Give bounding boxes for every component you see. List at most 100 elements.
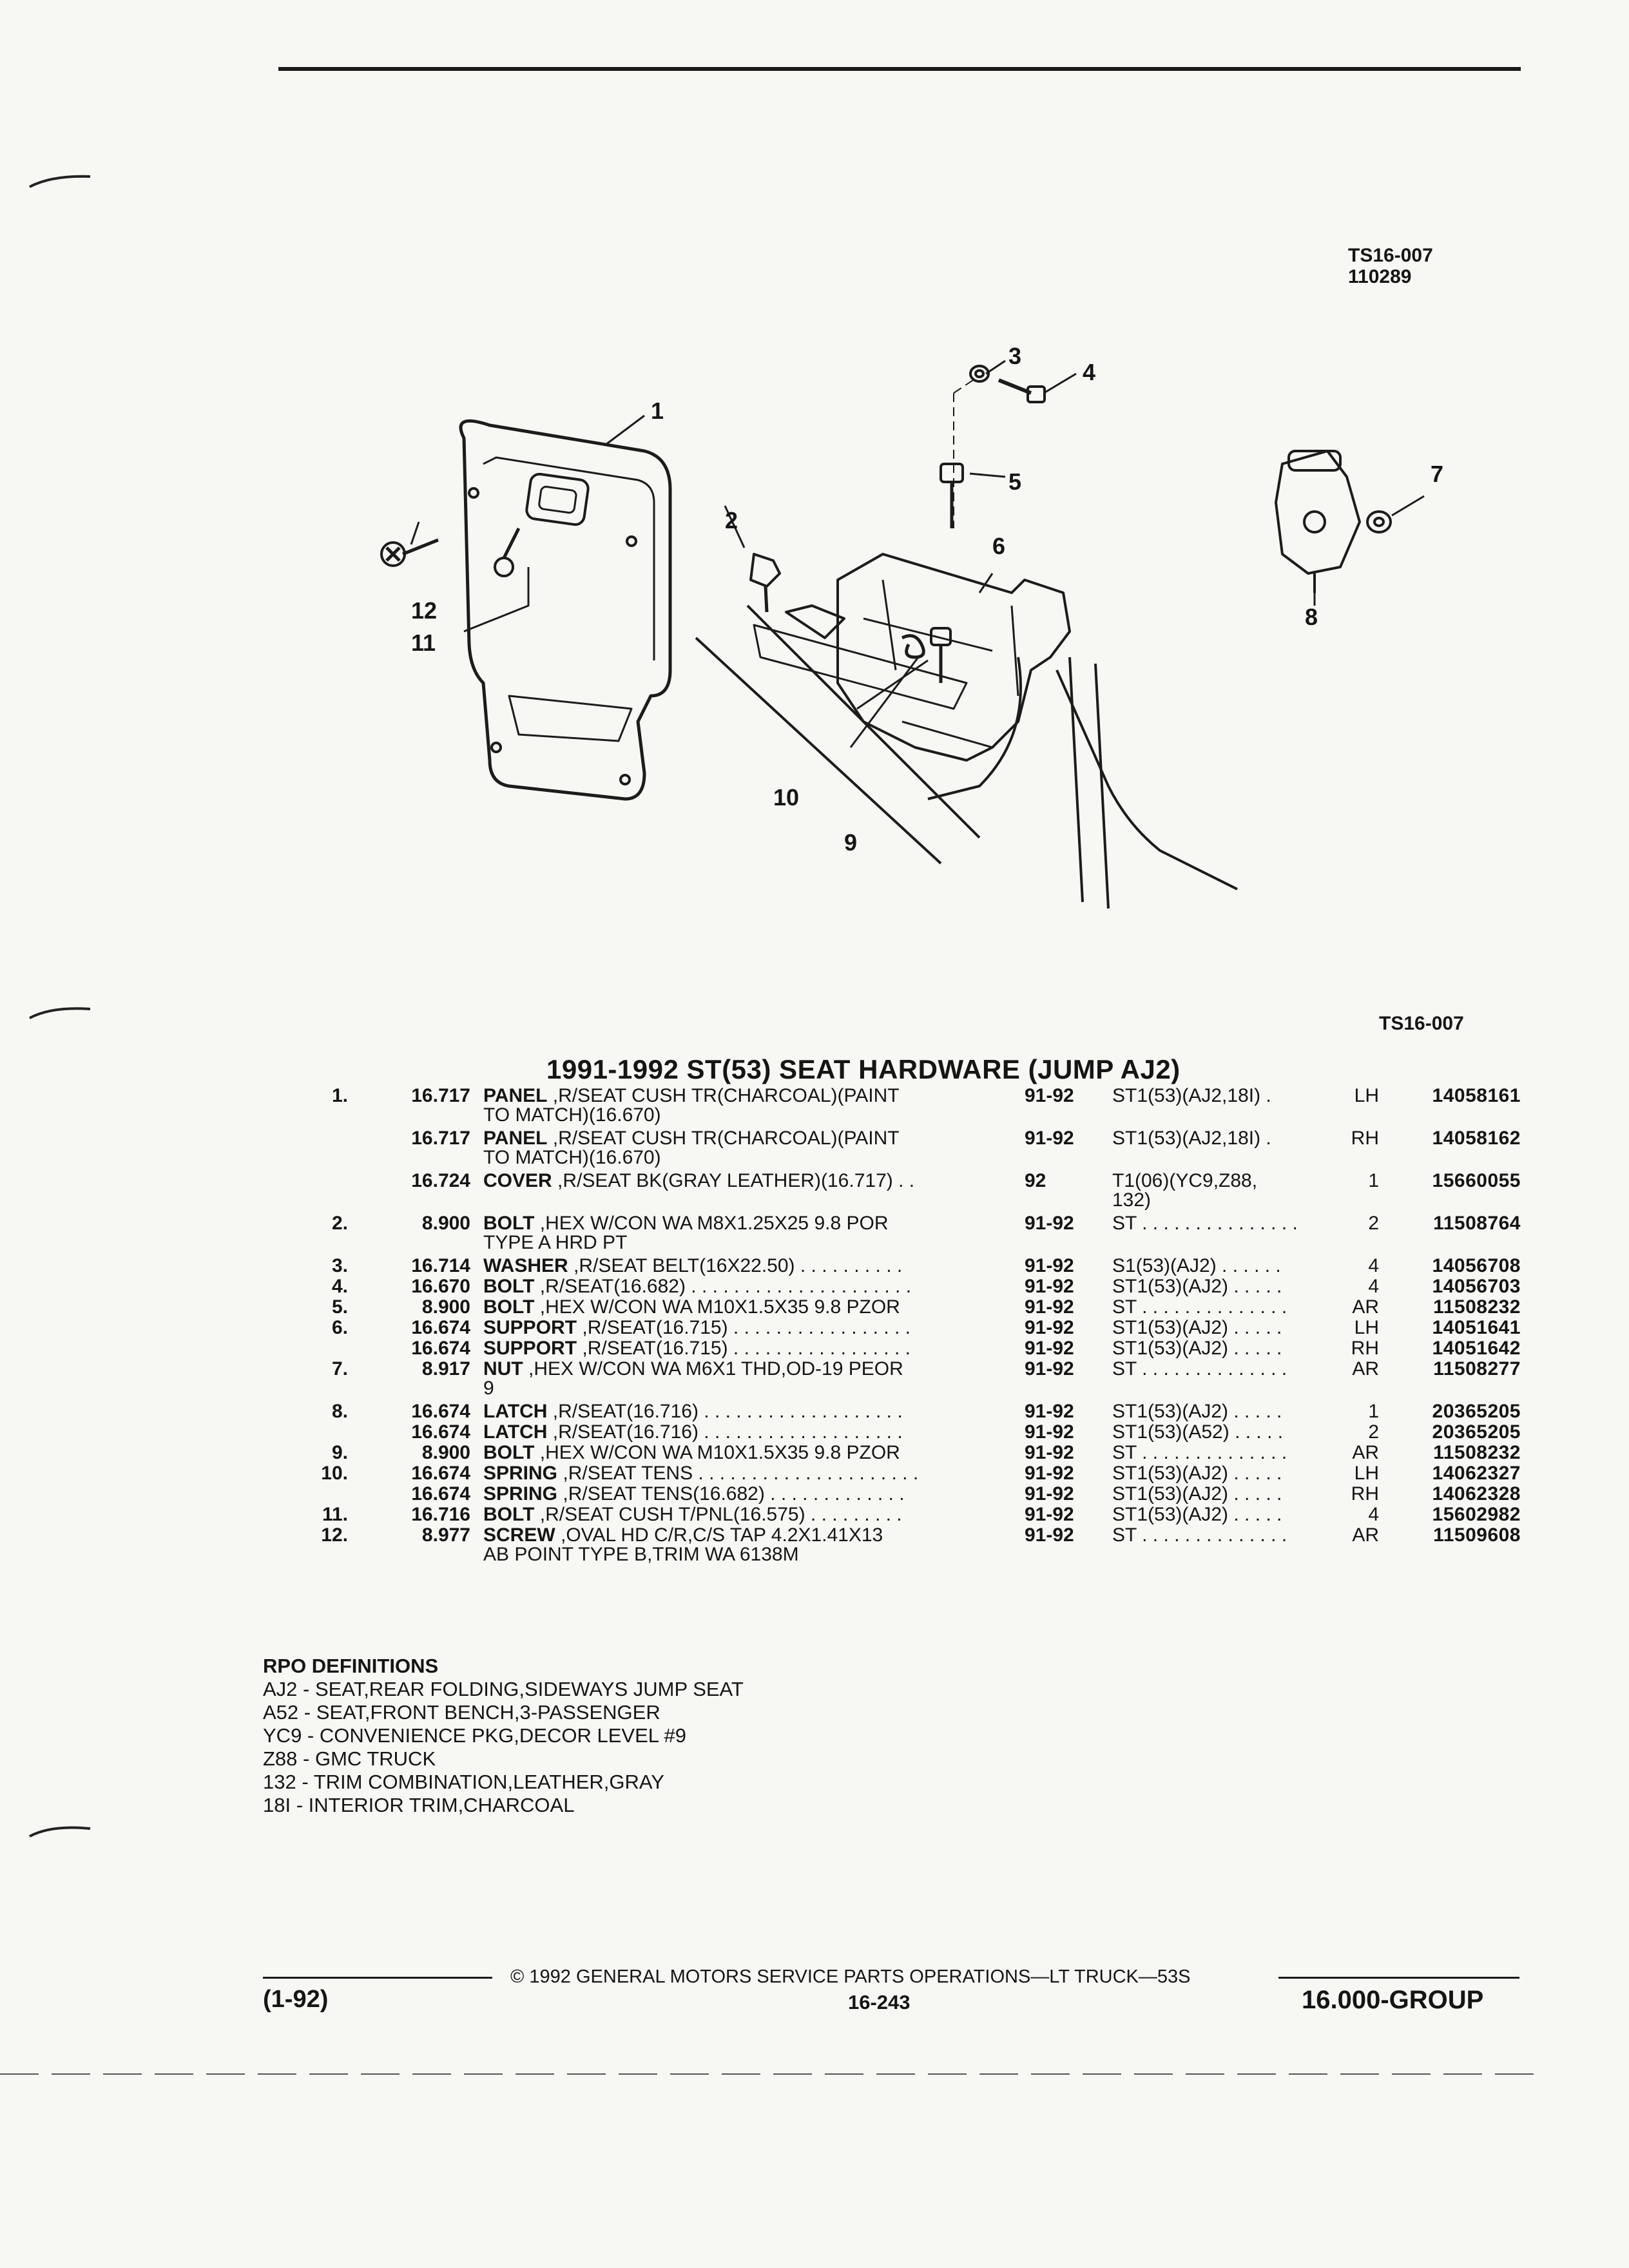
part-application: ST1(53)(AJ2,18I) . xyxy=(1112,1129,1325,1168)
part-code: 16.724 xyxy=(411,1170,470,1191)
support-bracket xyxy=(836,553,1071,762)
section-title: 1991-1992 ST(53) SEAT HARDWARE (JUMP AJ2… xyxy=(546,1054,1181,1084)
part-pn: 15660055 xyxy=(1432,1170,1521,1191)
part-app: ST . . . . . . . . . . . . . . xyxy=(1112,1442,1287,1463)
part-description: SPRING ,R/SEAT TENS(16.682) . . . . . . … xyxy=(483,1485,1025,1504)
part-years: 91-92 xyxy=(1025,1338,1074,1359)
part-application: ST1(53)(AJ2) . . . . . xyxy=(1112,1339,1325,1358)
part-number: 9. xyxy=(331,1442,348,1463)
part-desc: ,R/SEAT(16.715) . . . . . . . . . . . . … xyxy=(577,1317,911,1338)
part-description: BOLT ,HEX W/CON WA M10X1.5X35 9.8 PZOR xyxy=(483,1298,1025,1317)
part-number: 12. xyxy=(321,1524,348,1546)
part-code: 16.717 xyxy=(411,1085,470,1106)
rpo-item: A52 - SEAT,FRONT BENCH,3-PASSENGER xyxy=(263,1701,660,1724)
section-ref: TS16-007 xyxy=(1379,1013,1464,1034)
part-app: ST . . . . . . . . . . . . . . . xyxy=(1112,1213,1298,1234)
seat-panel xyxy=(459,419,672,801)
part-desc: ,HEX W/CON WA M8X1.25X25 9.8 POR xyxy=(534,1213,889,1234)
bolt-9 xyxy=(930,627,952,683)
part-desc-continued: 9 xyxy=(483,1378,494,1399)
part-name: BOLT xyxy=(483,1504,535,1525)
part-number: 4. xyxy=(331,1276,348,1297)
part-app-continued: 132) xyxy=(1112,1189,1152,1211)
part-desc: ,R/SEAT BELT(16X22.50) . . . . . . . . .… xyxy=(568,1255,903,1276)
part-code: 16.716 xyxy=(411,1504,470,1525)
part-code: 16.674 xyxy=(411,1421,470,1443)
part-number: 8. xyxy=(331,1401,348,1422)
part-application: ST1(53)(AJ2) . . . . . xyxy=(1112,1318,1325,1338)
part-number: 1. xyxy=(331,1085,348,1106)
part-years: 91-92 xyxy=(1025,1401,1074,1422)
part-years: 91-92 xyxy=(1025,1504,1074,1525)
part-pn: 11508764 xyxy=(1433,1213,1521,1234)
part-pn: 20365205 xyxy=(1432,1421,1521,1443)
part-years: 91-92 xyxy=(1025,1421,1074,1443)
part-name: BOLT xyxy=(483,1276,535,1297)
part-code: 16.674 xyxy=(411,1338,470,1359)
part-app: ST1(53)(AJ2) . . . . . xyxy=(1112,1401,1282,1422)
part-code: 8.900 xyxy=(421,1213,470,1234)
part-desc: ,HEX W/CON WA M10X1.5X35 9.8 PZOR xyxy=(534,1296,900,1318)
part-years: 91-92 xyxy=(1025,1296,1074,1318)
part-app: ST . . . . . . . . . . . . . . xyxy=(1112,1296,1287,1318)
latch xyxy=(1275,450,1361,575)
part-qty: 1 xyxy=(1368,1401,1379,1422)
spring-10 xyxy=(901,634,925,659)
part-pn: 14056708 xyxy=(1432,1255,1521,1276)
part-code: 16.674 xyxy=(411,1463,470,1484)
part-app: S1(53)(AJ2) . . . . . . xyxy=(1112,1255,1281,1276)
part-desc-continued: AB POINT TYPE B,TRIM WA 6138M xyxy=(483,1544,799,1565)
part-description: SUPPORT ,R/SEAT(16.715) . . . . . . . . … xyxy=(483,1339,1025,1358)
rpo-item: 18I - INTERIOR TRIM,CHARCOAL xyxy=(263,1794,575,1816)
part-qty: AR xyxy=(1352,1358,1379,1379)
part-application: ST1(53)(AJ2) . . . . . xyxy=(1112,1402,1325,1421)
part-name: PANEL xyxy=(483,1085,548,1106)
part-years: 91-92 xyxy=(1025,1085,1074,1106)
part-years: 91-92 xyxy=(1025,1524,1074,1546)
footer-page: 16-243 xyxy=(848,1991,911,2013)
part-pn: 14062327 xyxy=(1432,1463,1521,1484)
part-number xyxy=(245,1339,348,1358)
part-name: SPRING xyxy=(483,1483,558,1504)
part-number: 5. xyxy=(331,1296,348,1318)
part-name: BOLT xyxy=(483,1296,535,1318)
footer-copyright: © 1992 GENERAL MOTORS SERVICE PARTS OPER… xyxy=(510,1966,1191,1987)
part-desc: ,HEX W/CON WA M6X1 THD,OD-19 PEOR xyxy=(523,1358,903,1379)
margin-mark-bottom xyxy=(29,1826,91,1838)
part-name: BOLT xyxy=(483,1213,535,1234)
callout-2: 2 xyxy=(725,507,738,533)
top-rule xyxy=(278,67,1521,71)
part-qty: 2 xyxy=(1368,1421,1379,1443)
part-code: 8.977 xyxy=(421,1524,470,1546)
part-application: ST1(53)(AJ2) . . . . . xyxy=(1112,1505,1325,1524)
part-code: 16.674 xyxy=(411,1317,470,1338)
bottom-dashed-rule xyxy=(0,2073,1547,2075)
part-name: COVER xyxy=(483,1170,552,1191)
part-application: T1(06)(YC9,Z88,132) xyxy=(1112,1171,1325,1210)
part-number: 7. xyxy=(331,1358,348,1379)
part-number xyxy=(245,1129,348,1168)
footer-date: (1-92) xyxy=(263,1986,329,2013)
part-code: 8.917 xyxy=(421,1358,470,1379)
part-code: 16.717 xyxy=(411,1128,470,1149)
part-app: ST1(53)(AJ2) . . . . . xyxy=(1112,1463,1282,1484)
seat-hardware-diagram: 1 2 3 4 5 6 7 8 9 10 11 12 xyxy=(380,343,1443,909)
part-qty: LH xyxy=(1354,1317,1379,1338)
part-name: SUPPORT xyxy=(483,1317,577,1338)
part-qty: 4 xyxy=(1368,1504,1379,1525)
washer-3 xyxy=(969,365,990,383)
part-years: 91-92 xyxy=(1025,1317,1074,1338)
part-app: ST1(53)(AJ2) . . . . . xyxy=(1112,1504,1282,1525)
part-pn: 11508232 xyxy=(1433,1296,1521,1318)
part-qty: AR xyxy=(1352,1442,1379,1463)
